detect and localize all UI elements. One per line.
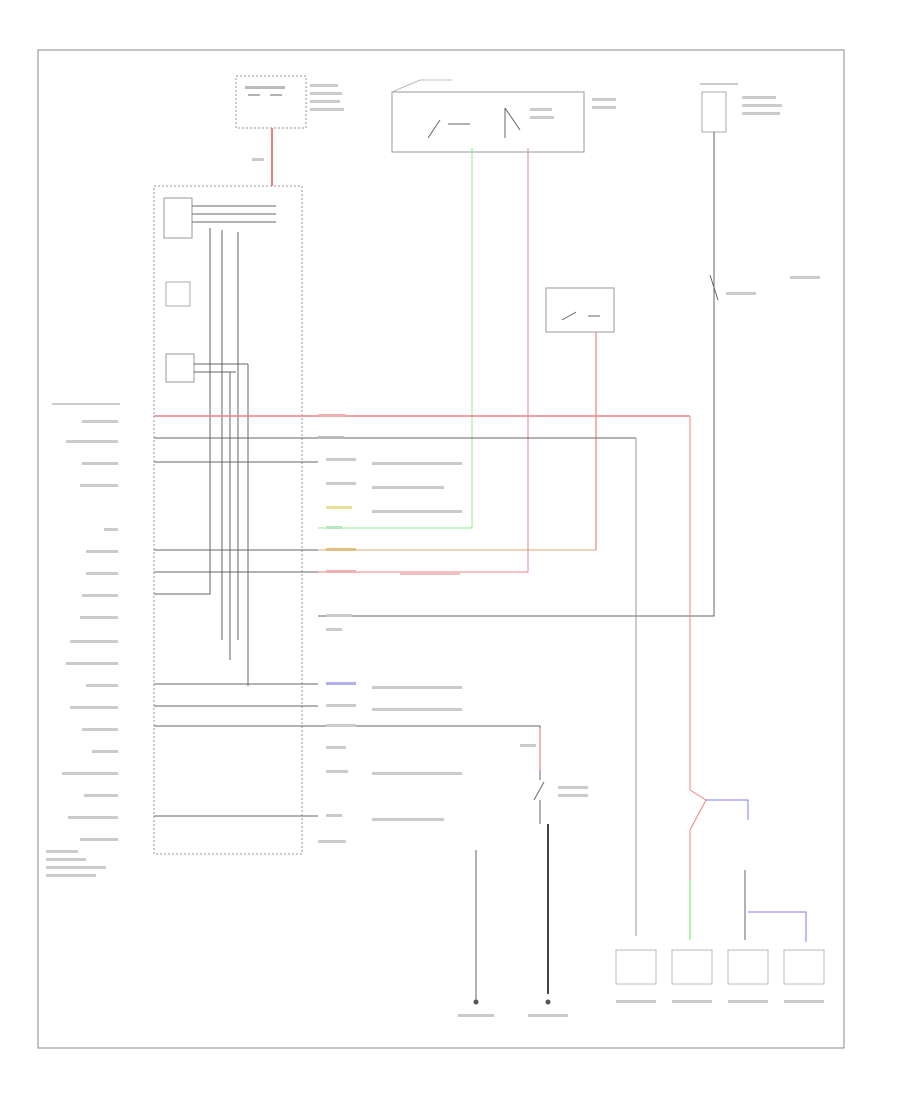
hot-at-all-times-fuse — [235, 75, 344, 129]
door-switches — [615, 799, 825, 1003]
connector-row-wires — [154, 415, 707, 936]
red-wire-ignition — [318, 148, 529, 573]
ground-left — [458, 850, 494, 1017]
left-pin-labels — [46, 403, 120, 877]
ignition-switch-block — [391, 79, 616, 153]
relay-switch — [709, 274, 820, 301]
gray-wire-right — [318, 132, 715, 617]
diagram-frame — [37, 49, 845, 1049]
inner-harness — [154, 228, 249, 686]
central-control-unit — [153, 185, 303, 855]
right-fuse-block — [700, 83, 782, 133]
pin-labels — [318, 414, 462, 843]
tan-wire — [318, 332, 597, 551]
green-wire — [318, 148, 473, 529]
seat-belt-switch — [520, 728, 588, 994]
middle-fuse-block — [545, 287, 615, 333]
ground-right — [528, 999, 568, 1017]
